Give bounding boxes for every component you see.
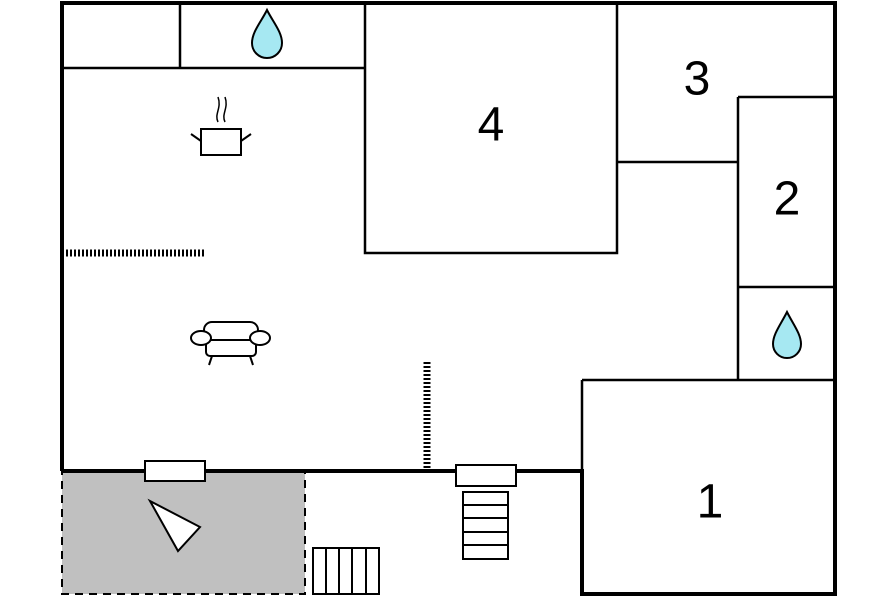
- room-label-4: 4: [478, 99, 505, 152]
- room-label-3: 3: [684, 53, 711, 106]
- stairs-icon: [462, 491, 509, 560]
- room-label-2: 2: [774, 173, 801, 226]
- water-drop-icon: [250, 7, 284, 59]
- sofa-icon: [190, 321, 271, 366]
- window-icon: [144, 460, 206, 482]
- interior-walls: [62, 3, 835, 471]
- window-icon: [455, 464, 517, 487]
- view-direction-icon: [147, 498, 202, 553]
- stairs-icon: [312, 547, 380, 595]
- water-drop-icon: [771, 309, 803, 359]
- room-label-1: 1: [697, 476, 724, 529]
- cooking-pot-icon: [190, 96, 252, 156]
